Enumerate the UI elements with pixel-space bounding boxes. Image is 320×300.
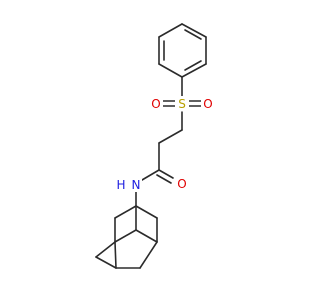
atom-sulfur: S	[175, 96, 189, 111]
double-bond-inner	[184, 60, 202, 71]
bond	[158, 23, 183, 38]
double-bond-inner	[184, 29, 202, 40]
phenyl-ring	[158, 23, 207, 78]
bond-carbonyl-double	[156, 174, 172, 184]
oxygen-right-label: O	[203, 97, 212, 111]
structure-drawing: S O O O H N	[95, 23, 215, 269]
molecule-canvas: S O O O H N	[95, 23, 215, 269]
atom-carbonyl-oxygen: O	[175, 176, 189, 191]
bond	[95, 241, 116, 258]
bond	[158, 63, 183, 78]
bond	[95, 256, 117, 269]
bond-ch2-ch2	[158, 129, 183, 144]
bond	[114, 241, 117, 269]
sulfur-label: S	[178, 97, 186, 111]
bond-carbonyl-nitrogen	[141, 169, 160, 181]
bond	[139, 241, 158, 269]
atom-amide-nitrogen: H N	[114, 177, 142, 192]
bond	[114, 205, 137, 219]
atom-oxygen-left: O	[149, 96, 163, 111]
oxygen-left-label: O	[151, 97, 160, 111]
bond-carbonyl	[158, 169, 174, 179]
amide-nitrogen-label: N	[132, 178, 141, 192]
adamantane-cage	[95, 205, 158, 269]
amide-hydrogen-label: H	[116, 178, 125, 192]
bond	[135, 205, 158, 219]
bond	[114, 229, 137, 243]
sulfonyl-bonds	[162, 100, 202, 107]
bond	[135, 229, 158, 243]
bond	[181, 23, 207, 38]
atom-oxygen-right: O	[201, 96, 215, 111]
bond	[181, 63, 207, 78]
carbonyl-oxygen-label: O	[177, 177, 186, 191]
